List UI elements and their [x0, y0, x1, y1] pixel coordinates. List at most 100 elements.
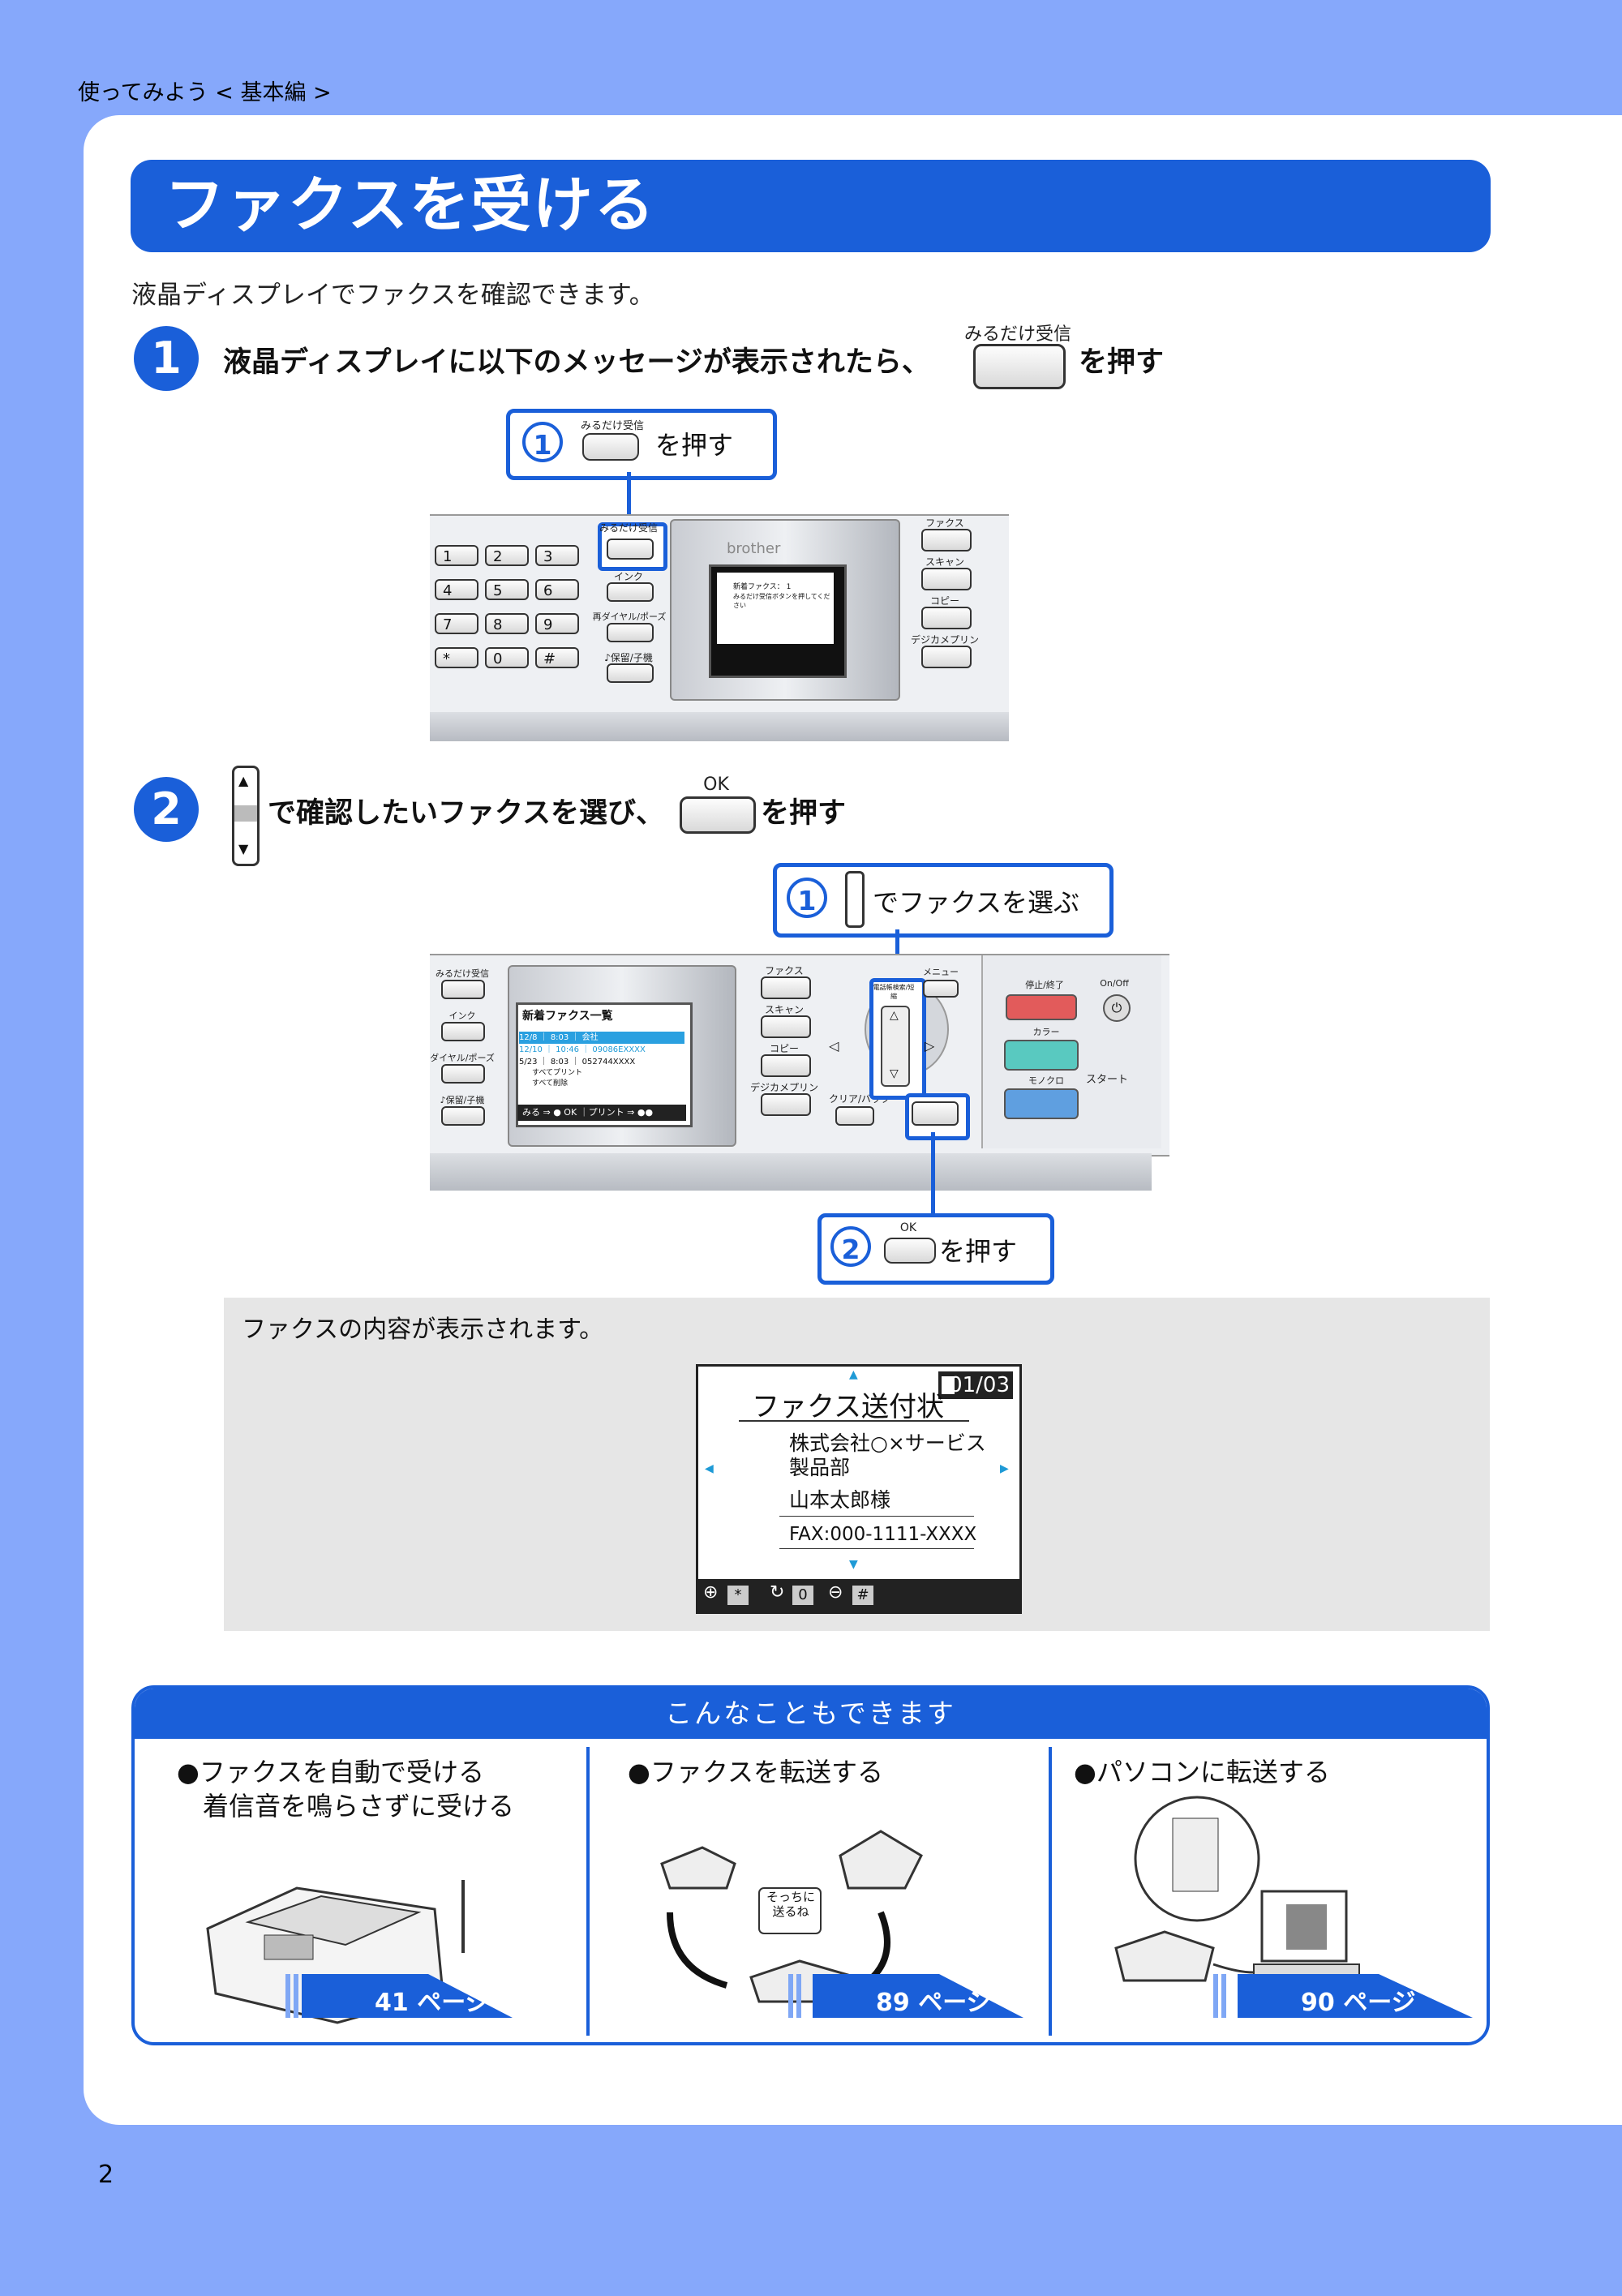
miru-dake-button-icon — [973, 344, 1066, 389]
clear-back-key[interactable] — [835, 1106, 874, 1126]
column-divider-1 — [586, 1747, 590, 2036]
mode-key[interactable] — [761, 1093, 811, 1116]
mode-key[interactable] — [921, 646, 972, 668]
lcd-line-1: みるだけ受信ボタンを押してください — [733, 593, 830, 609]
line-rule — [779, 1516, 974, 1517]
pc-forward-illustration — [1114, 1796, 1360, 1982]
ribbon-stripe — [1213, 1974, 1218, 2018]
mode-label: ファクス — [765, 965, 804, 976]
step-2-text-after: を押す — [761, 797, 847, 830]
ink-key[interactable] — [607, 582, 654, 602]
step-2-number: 2 — [134, 777, 199, 842]
callout-2b-connector — [931, 1132, 935, 1215]
mono-label: モノクロ — [1028, 1075, 1064, 1086]
intro-text: 液晶ディスプレイでファクスを確認できます。 — [131, 281, 654, 310]
keypad-key[interactable]: 3 — [535, 545, 579, 566]
scroll-up-icon: ▲ — [849, 1368, 858, 1381]
fax-line-0: 株式会社○×サービス — [789, 1431, 986, 1455]
left-key[interactable] — [441, 1022, 485, 1041]
lcd2-option: すべてプリント — [532, 1069, 583, 1077]
document-icon — [942, 1376, 955, 1394]
mode-key[interactable] — [921, 568, 972, 590]
redial-key[interactable] — [607, 623, 654, 642]
keypad-key[interactable]: 2 — [485, 545, 529, 566]
keypad-key[interactable]: 1 — [435, 545, 478, 566]
up-down-key[interactable]: △ ▽ — [881, 1006, 910, 1087]
step-2-callout-1 — [773, 863, 1114, 938]
mode-key[interactable] — [761, 976, 811, 999]
page-link-41[interactable]: 41 ページ — [375, 1989, 490, 2017]
onoff-label: On/Off — [1100, 978, 1129, 989]
mode-key[interactable] — [761, 1054, 811, 1077]
stop-key[interactable] — [1006, 994, 1077, 1020]
keypad-key[interactable]: * — [435, 647, 478, 668]
panel-1-mid-label-2: 再ダイヤル/ポーズ — [592, 612, 667, 622]
feature-1-line-1: 着信音を鳴らさずに受ける — [203, 1791, 515, 1822]
ok-button-icon — [680, 796, 756, 834]
panel-1-base — [430, 712, 1009, 741]
left-key-label: ダイヤル/ポーズ — [430, 1053, 495, 1063]
start-label: スタート — [1085, 1074, 1128, 1086]
star-key-icon: * — [727, 1586, 749, 1605]
feature-1-line-0: ●ファクスを自動で受ける — [177, 1757, 484, 1787]
nav-label: 電話帳検索/短縮 — [873, 984, 915, 1000]
feature-3-line-0: ●パソコンに転送する — [1074, 1757, 1330, 1787]
keypad-key[interactable]: 8 — [485, 613, 529, 634]
page-title: ファクスを受ける — [165, 170, 656, 240]
keypad-key[interactable]: 0 — [485, 647, 529, 668]
ok-key[interactable] — [912, 1101, 959, 1126]
right-key-icon[interactable]: ▷ — [925, 1038, 935, 1054]
more-features-header: こんなこともできます — [135, 1689, 1487, 1739]
color-start-key[interactable] — [1004, 1040, 1079, 1071]
fax-display-caption: ファクスの内容が表示されます。 — [242, 1315, 604, 1344]
panel-1-mid-label-0: みるだけ受信 — [599, 522, 658, 534]
step-2-text: で確認したいファクスを選び、 — [268, 797, 664, 830]
mode-label: コピー — [769, 1043, 799, 1054]
left-key[interactable] — [441, 1106, 485, 1126]
brand-logo: brother — [727, 540, 781, 557]
keypad-key[interactable]: 9 — [535, 613, 579, 634]
page-link-90[interactable]: 90 ページ — [1301, 1989, 1416, 2017]
title-rule — [739, 1420, 969, 1422]
lcd2-footer: みる ⇒ ● OK ｜プリント ⇒ ●● — [517, 1105, 686, 1121]
lcd2-title: 新着ファクス一覧 — [522, 1010, 613, 1023]
fax-line-1: 製品部 — [789, 1456, 851, 1479]
keypad-key[interactable]: 4 — [435, 579, 478, 600]
mono-start-key[interactable] — [1004, 1088, 1079, 1119]
step-1-text: 液晶ディスプレイに以下のメッセージが表示されたら、 — [223, 346, 930, 379]
mode-key[interactable] — [921, 529, 972, 551]
step-2-callout-1-text: でファクスを選ぶ — [873, 887, 1080, 918]
left-key[interactable] — [441, 1064, 485, 1084]
title-bar — [131, 160, 1491, 252]
keypad-key[interactable]: # — [535, 647, 579, 668]
miru-dake-small-icon — [582, 433, 639, 461]
page-link-89[interactable]: 89 ページ — [876, 1989, 991, 2017]
left-key-icon[interactable]: ◁ — [829, 1038, 839, 1054]
callout-1-button-caption: みるだけ受信 — [580, 420, 644, 432]
hold-key[interactable] — [607, 663, 654, 683]
key-middle-band — [234, 805, 257, 822]
down-arrow-icon: ▼ — [238, 841, 249, 856]
callout-1-connector — [627, 472, 631, 519]
miru-dake-key[interactable] — [607, 539, 654, 560]
power-icon[interactable]: ⏻ — [1103, 994, 1131, 1022]
keypad-key[interactable]: 5 — [485, 579, 529, 600]
keypad-key[interactable]: 7 — [435, 613, 478, 634]
scroll-down-icon: ▼ — [849, 1558, 858, 1571]
scroll-right-icon: ▶ — [1000, 1462, 1009, 1475]
step-1-number: 1 — [134, 326, 199, 391]
step-2-ok-caption: OK — [703, 775, 729, 795]
menu-key[interactable] — [923, 980, 959, 998]
panel-1-mid-label-1: インク — [613, 571, 643, 582]
mode-key[interactable] — [921, 607, 972, 629]
mode-key[interactable] — [761, 1015, 811, 1038]
fax-footer-bar: ⊕ * ↻ 0 ⊖ # — [698, 1579, 1019, 1611]
running-header: 使ってみよう < 基本編 > — [78, 80, 332, 105]
keypad-key[interactable]: 6 — [535, 579, 579, 600]
panel-2-base — [430, 1153, 1152, 1191]
panel-1-mid-label-3: ♪保留/子機 — [604, 652, 653, 663]
up-arrow-icon: ▲ — [238, 773, 249, 788]
fax-line-3: FAX:000-1111-XXXX — [789, 1524, 977, 1545]
left-key[interactable] — [441, 980, 485, 999]
